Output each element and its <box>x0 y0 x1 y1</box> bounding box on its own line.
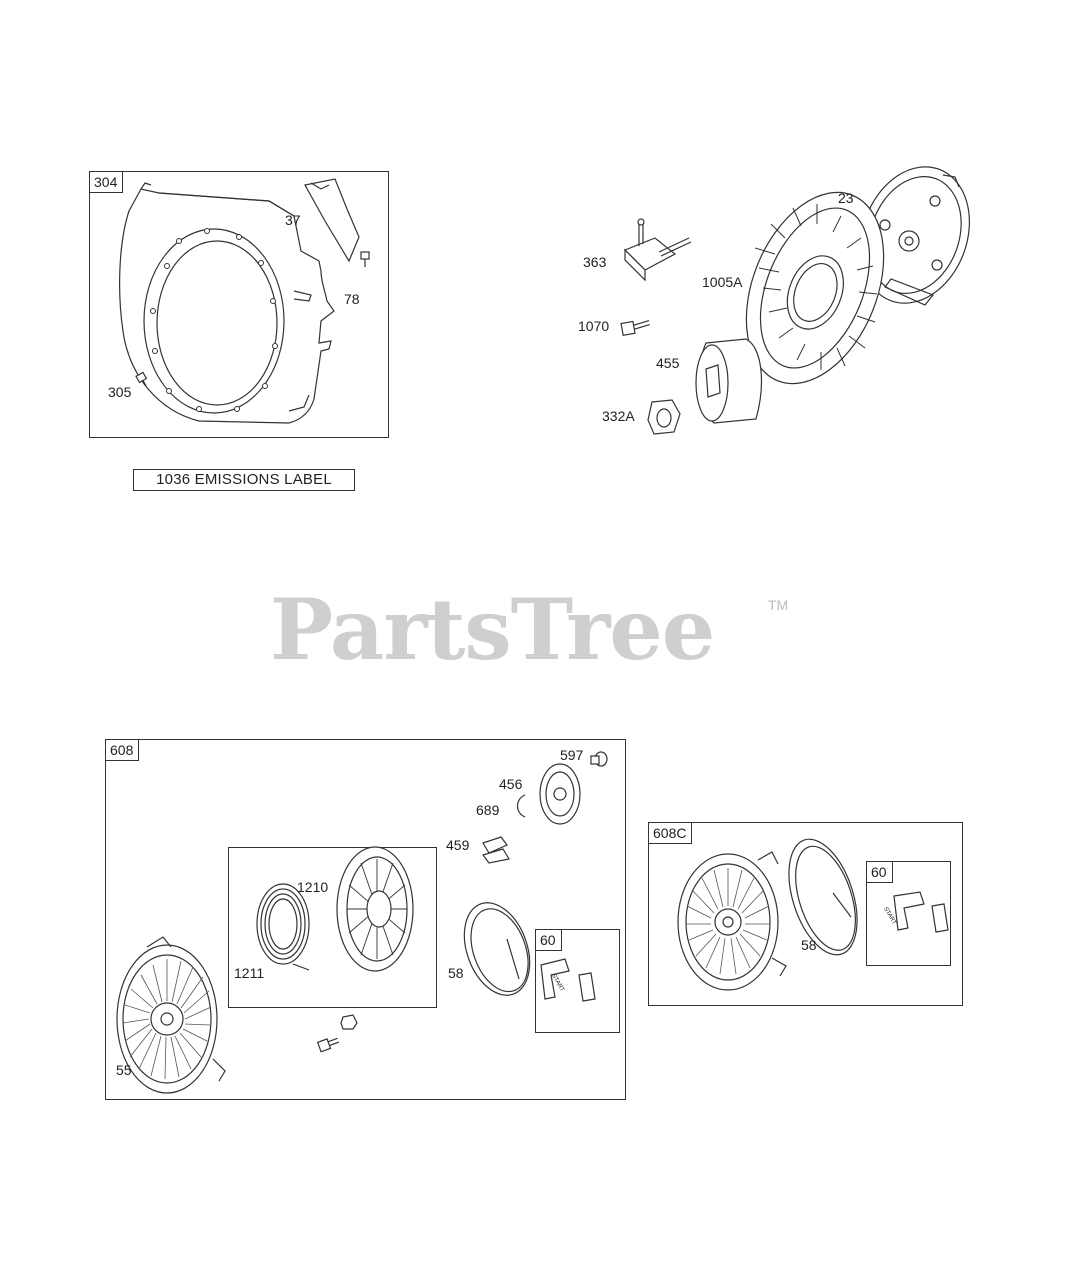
part-label-455: 455 <box>656 355 680 371</box>
rewind-starter-c-illustration <box>677 838 949 991</box>
part-label-1070: 1070 <box>578 318 610 334</box>
part-label-689: 689 <box>476 802 500 818</box>
blower-housing-panel: 304 <box>89 171 389 438</box>
panel-tag-608C: 608C <box>649 823 693 844</box>
rewind-starter-panel: 608 <box>105 739 626 1100</box>
part-label-1211: 1211 <box>234 965 265 981</box>
trademark-symbol: TM <box>768 597 789 613</box>
part-label-459: 459 <box>446 837 470 853</box>
part-label-78: 78 <box>344 291 360 307</box>
handle-subpanel-608C: 60 <box>866 861 951 966</box>
panel-tag-608: 608 <box>106 740 140 761</box>
part-label-363: 363 <box>583 254 607 270</box>
handle-subpanel-608: 60 <box>535 929 620 1033</box>
part-label-1005A: 1005A <box>702 274 743 290</box>
part-label-58-c: 58 <box>801 937 817 953</box>
part-label-332A: 332A <box>602 408 635 424</box>
panel-tag-304: 304 <box>90 172 124 193</box>
part-label-1210: 1210 <box>297 879 329 895</box>
panel-tag-60-b: 60 <box>867 862 893 883</box>
part-label-37: 37 <box>285 212 301 228</box>
emissions-label-box: 1036 EMISSIONS LABEL <box>133 469 355 491</box>
part-label-58: 58 <box>448 965 464 981</box>
part-label-23: 23 <box>838 190 854 206</box>
part-label-55: 55 <box>116 1062 132 1078</box>
blower-housing-illustration <box>119 178 370 424</box>
rewind-starter-c-panel: 608C <box>648 822 963 1006</box>
part-label-597: 597 <box>560 747 584 763</box>
partstree-watermark: PartsTree <box>270 580 715 679</box>
flywheel-illustration <box>620 166 971 435</box>
panel-tag-60-a: 60 <box>536 930 562 951</box>
part-label-305: 305 <box>108 384 132 400</box>
part-label-456: 456 <box>499 776 523 792</box>
rewind-starter-illustration <box>116 751 608 1094</box>
pulley-spring-subpanel <box>228 847 437 1008</box>
